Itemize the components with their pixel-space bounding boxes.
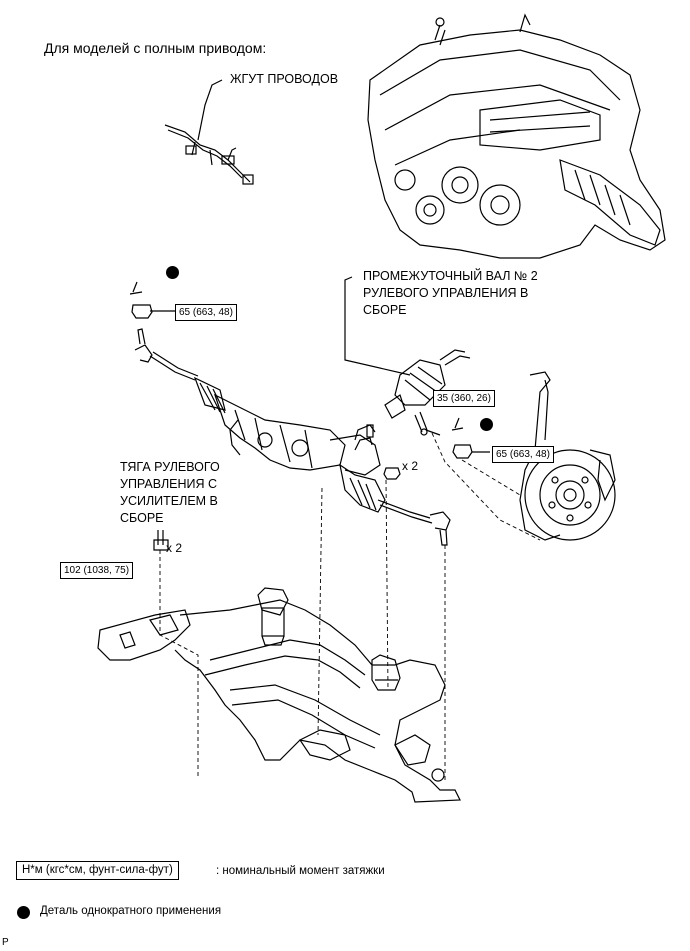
bolt-quantity: x 2 bbox=[166, 541, 183, 555]
legend-non-reusable-marker bbox=[17, 906, 30, 919]
subframe-drawing bbox=[97, 587, 461, 803]
torque-spec-shaft-bolt: 35 (360, 26) bbox=[433, 390, 495, 407]
corner-mark: P bbox=[2, 937, 9, 948]
non-reusable-marker bbox=[166, 266, 179, 279]
shaft-leader-line bbox=[344, 276, 411, 376]
torque-spec-tie-rod-left: 65 (663, 48) bbox=[175, 304, 237, 321]
steering-rack-drawing bbox=[134, 328, 451, 546]
legend-torque-desc: : номинальный момент затяжки bbox=[216, 865, 385, 877]
legend-non-reusable-desc: Деталь однократного применения bbox=[40, 905, 222, 917]
wire-harness-drawing bbox=[164, 124, 254, 185]
nut-quantity: x 2 bbox=[402, 459, 419, 473]
torque-spec-rack-bolts: 102 (1038, 75) bbox=[60, 562, 134, 579]
steering-link-label: ТЯГА РУЛЕВОГО УПРАВЛЕНИЯ С УСИЛИТЕЛЕМ В … bbox=[120, 460, 220, 525]
wire-harness-label: ЖГУТ ПРОВОДОВ bbox=[230, 72, 339, 86]
intermediate-shaft-drawing bbox=[384, 349, 471, 419]
non-reusable-marker bbox=[480, 418, 493, 431]
harness-leader-line bbox=[197, 79, 223, 141]
page-title: Для моделей с полным приводом: bbox=[44, 40, 267, 56]
torque-spec-tie-rod-right: 65 (663, 48) bbox=[492, 446, 554, 463]
legend-torque-unit: Н*м (кгс*см, фунт-сила-фут) bbox=[16, 861, 179, 880]
alignment-lines bbox=[159, 432, 541, 780]
link-leader-line bbox=[229, 419, 241, 456]
engine-drawing bbox=[367, 13, 666, 259]
intermediate-shaft-label: ПРОМЕЖУТОЧНЫЙ ВАЛ № 2 РУЛЕВОГО УПРАВЛЕНИ… bbox=[363, 269, 538, 317]
